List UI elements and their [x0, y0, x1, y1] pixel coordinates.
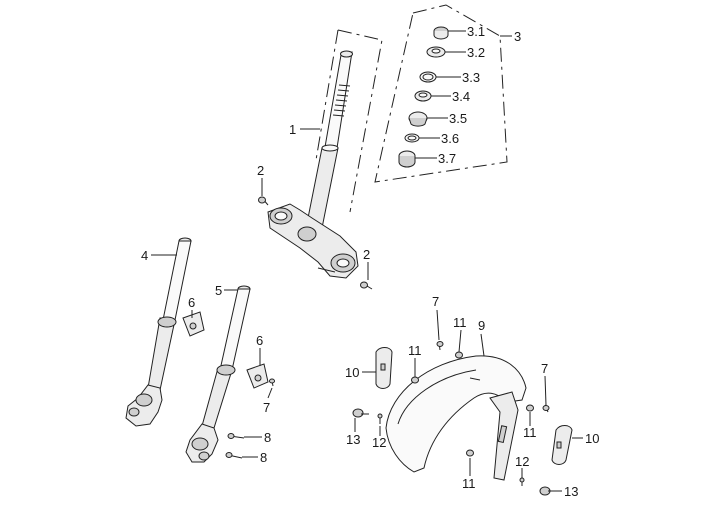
- part-labels: 1 2 2 3 3.1 3.2 3.3 3.4 3.5 3.6 3.7 4 5 …: [141, 24, 599, 499]
- label-part-2-upper: 2: [257, 163, 264, 178]
- bolt-2-lower: [360, 281, 373, 290]
- label-part-12-left: 12: [372, 435, 386, 450]
- nut-11-c: [526, 404, 534, 412]
- bolt-13-left: [352, 408, 369, 418]
- cable-clamp-left: [182, 311, 205, 337]
- screw-12-right: [519, 476, 525, 486]
- label-part-4: 4: [141, 248, 148, 263]
- label-part-12-right: 12: [515, 454, 529, 469]
- label-part-7-fork: 7: [263, 400, 270, 415]
- screw-7-fork: [269, 378, 275, 387]
- cable-clamp-right: [246, 363, 269, 389]
- nut-11-a: [455, 351, 463, 359]
- front-fender: [385, 355, 527, 481]
- label-part-3-5: 3.5: [449, 111, 467, 126]
- label-part-6-right: 6: [256, 333, 263, 348]
- label-part-3-7: 3.7: [438, 151, 456, 166]
- label-part-13-right: 13: [564, 484, 578, 499]
- nut-11-d: [466, 449, 474, 457]
- fender-bracket-right: [551, 425, 573, 465]
- label-part-3-2: 3.2: [467, 45, 485, 60]
- label-part-3-6: 3.6: [441, 131, 459, 146]
- fork-leg-left: [125, 237, 192, 427]
- bolt-8-lower: [225, 452, 243, 459]
- label-part-8-upper: 8: [264, 430, 271, 445]
- label-part-1: 1: [289, 122, 296, 137]
- label-part-3: 3: [514, 29, 521, 44]
- label-part-13-left: 13: [346, 432, 360, 447]
- label-part-10-left: 10: [345, 365, 359, 380]
- label-part-7-fender-left: 7: [432, 294, 439, 309]
- bolt-13-right: [539, 486, 556, 496]
- label-part-11-b: 11: [408, 343, 422, 358]
- label-part-11-a: 11: [453, 315, 467, 330]
- bolt-2-upper: [258, 196, 269, 206]
- label-part-5: 5: [215, 283, 222, 298]
- nut-11-b: [411, 376, 419, 384]
- label-part-3-3: 3.3: [462, 70, 480, 85]
- label-part-8-lower: 8: [260, 450, 267, 465]
- fork-leg-right: [185, 285, 251, 463]
- label-part-6-left: 6: [188, 295, 195, 310]
- label-part-11-c: 11: [523, 425, 537, 440]
- screw-7-fender-right: [542, 404, 550, 413]
- label-part-3-1: 3.1: [467, 24, 485, 39]
- label-part-3-4: 3.4: [452, 89, 470, 104]
- label-part-2-lower: 2: [363, 247, 370, 262]
- label-part-9: 9: [478, 318, 485, 333]
- label-part-7-fender-right: 7: [541, 361, 548, 376]
- bolt-8-upper: [227, 433, 245, 439]
- steering-stem: [267, 29, 383, 279]
- fender-bracket-left: [375, 347, 393, 389]
- label-part-10-right: 10: [585, 431, 599, 446]
- stem-thread: [332, 84, 351, 117]
- headset-frame: [374, 4, 508, 183]
- screw-7-fender-left: [436, 341, 444, 351]
- label-part-11-d: 11: [462, 476, 476, 491]
- headset-parts: [398, 26, 449, 168]
- leader-lines: [151, 30, 583, 492]
- screw-12-left: [377, 413, 383, 424]
